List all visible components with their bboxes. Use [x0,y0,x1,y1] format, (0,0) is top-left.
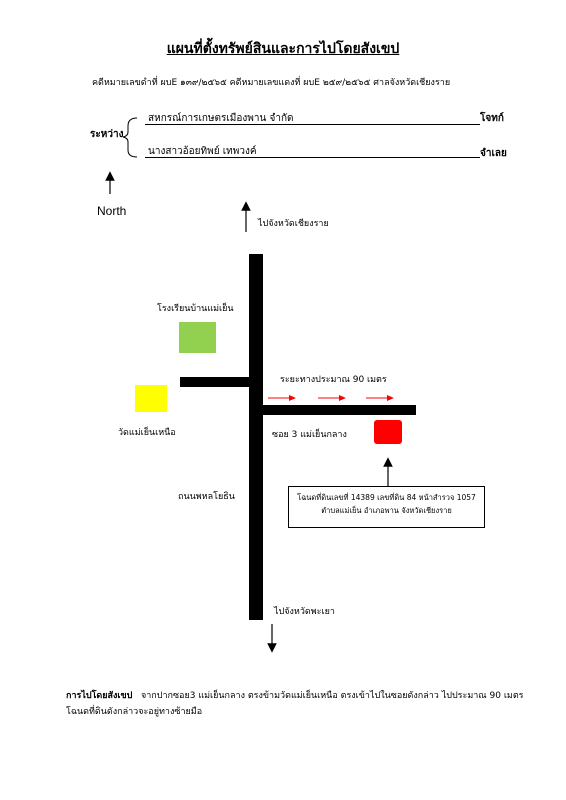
between-label: ระหว่าง [90,129,124,140]
directions-label: การไปโดยสังเขป [66,691,133,701]
to-phayao-label: ไปจังหวัดพะเยา [274,607,335,617]
side-road-left [180,377,249,387]
temple-marker [135,385,167,412]
page-title: แผนที่ตั้งทรัพย์สินและการไปโดยสังเขป [166,41,400,57]
school-label: โรงเรียนบ้านแม่เย็น [157,304,234,314]
directions-paragraph: การไปโดยสังเขป จากปากซอย3 แม่เย็นกลาง ตร… [66,688,536,720]
road-label: ถนนพหลโยธิน [178,492,235,502]
defendant-name: นางสาวอ้อยทิพย์ เทพวงค์ [148,146,257,157]
info-line-2: ตำบลแม่เย็น อำเภอพาน จังหวัดเชียงราย [321,506,452,515]
party-brace [122,117,138,158]
plaintiff-underline [145,124,480,125]
property-marker [374,420,402,444]
defendant-role: จำเลย [480,148,507,159]
plaintiff-name: สหกรณ์การเกษตรเมืองพาน จำกัด [148,113,294,124]
defendant-underline [145,157,480,158]
distance-label: ระยะทางประมาณ 90 เมตร [280,375,387,385]
soi-road [263,405,416,415]
main-road [249,254,263,620]
temple-label: วัดแม่เย็นเหนือ [118,428,176,438]
plaintiff-role: โจทก์ [480,113,504,124]
land-deed-info-box: โฉนดที่ดินเลขที่ 14389 เลขที่ดิน 84 หน้า… [288,486,485,528]
case-number-line: คดีหมายเลขดำที่ ผบE ๑๓๙/๒๕๖๕ คดีหมายเลขแ… [92,78,451,88]
north-label: North [97,204,127,218]
soi-label: ซอย 3 แม่เย็นกลาง [272,430,347,440]
to-chiangrai-label: ไปจังหวัดเชียงราย [258,219,329,229]
school-marker [179,322,216,353]
directions-text: จากปากซอย3 แม่เย็นกลาง ตรงข้ามวัดแม่เย็น… [66,691,524,717]
info-line-1: โฉนดที่ดินเลขที่ 14389 เลขที่ดิน 84 หน้า… [297,493,476,502]
